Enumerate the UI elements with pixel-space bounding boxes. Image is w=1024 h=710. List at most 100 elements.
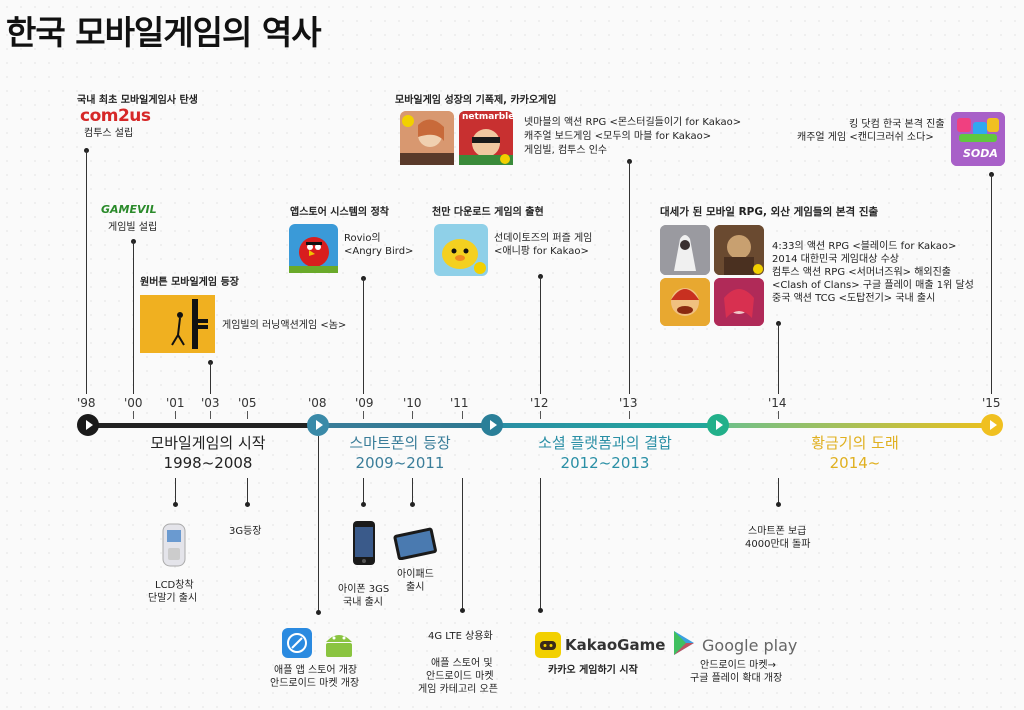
ipad-dot [410, 502, 415, 507]
era-2: 스마트폰의 등장 2009~2011 [330, 433, 470, 473]
year-08: '08 [308, 396, 327, 410]
app-store-icon [282, 628, 312, 658]
category-text3: 게임 카테고리 오픈 [418, 684, 498, 695]
netmarble-icon [459, 111, 513, 165]
era-1-range: 1998~2008 [163, 454, 253, 472]
iphone-icon [352, 520, 376, 566]
tick-12 [540, 411, 541, 419]
rpg-desc5: 중국 액션 TCG <도탑전기> 국내 출시 [772, 293, 936, 304]
ipad-icon [392, 526, 438, 561]
year-98: '98 [77, 396, 96, 410]
blade-icon [660, 225, 710, 275]
lcd-text2: 단말기 출시 [148, 593, 198, 604]
smartphone-line [778, 478, 779, 504]
kakaogame-logo: KakaoGame [565, 636, 666, 654]
soda-label: SODA [963, 147, 998, 160]
rpg-line [778, 323, 779, 394]
kakao-line [629, 161, 630, 394]
timeline-segment-3 [500, 423, 714, 428]
kakaogame-logo-icon [535, 632, 561, 658]
era-2-name: 스마트폰의 등장 [349, 434, 451, 452]
smartphone-text2: 4000만대 돌파 [745, 539, 811, 550]
googleplay-text2: 구글 플레이 확대 개장 [690, 673, 783, 684]
kakao-desc3: 게임빌, 컴투스 인수 [524, 145, 608, 156]
timeline-node-2008 [307, 414, 329, 436]
nom-desc: 게임빌의 러닝액션게임 <놈> [222, 320, 347, 331]
era-3: 소셜 플랫폼과의 결합 2012~2013 [520, 433, 690, 473]
tick-09 [363, 411, 364, 419]
king-desc1: 킹 닷컴 한국 본격 진출 [849, 119, 945, 130]
kakao-title: 모바일게임 성장의 기폭제, 카카오게임 [395, 95, 557, 106]
tick-03 [210, 411, 211, 419]
timeline-node-2013 [707, 414, 729, 436]
era-2-range: 2009~2011 [355, 454, 445, 472]
nom-line [210, 362, 211, 394]
candy-crush-soda-icon [951, 112, 1005, 166]
lte-line [462, 478, 463, 610]
tick-00 [133, 411, 134, 419]
com2us-title: 국내 최초 모바일게임사 탄생 [77, 95, 198, 106]
dotapchunggi-icon [714, 278, 764, 326]
rpg-desc2: 2014 대한민국 게임대상 수상 [772, 254, 899, 265]
monster-taming-icon [400, 111, 454, 165]
clash-of-clans-icon [660, 278, 710, 326]
lcd-dot [173, 502, 178, 507]
angry-bird-icon [289, 224, 338, 273]
tick-05 [247, 411, 248, 419]
year-10: '10 [403, 396, 422, 410]
com2us-logo: com2us [80, 106, 151, 126]
lcd-text1: LCD창착 [155, 580, 194, 591]
google-play-logo: Google play [702, 636, 798, 655]
era-4-name: 황금기의 도래 [811, 434, 899, 452]
era-4-range: 2014~ [829, 454, 881, 472]
appstore-title: 앱스토어 시스템의 정착 [290, 207, 389, 218]
kakaogame-line [540, 478, 541, 610]
gamevil-logo: GAMEVIL [101, 203, 157, 216]
timeline-segment-1 [88, 423, 310, 428]
year-11: '11 [450, 396, 469, 410]
year-13: '13 [619, 396, 638, 410]
gamevil-desc: 게임빌 설립 [108, 222, 158, 233]
era-3-range: 2012~2013 [560, 454, 650, 472]
era-1-name: 모바일게임의 시작 [150, 434, 266, 452]
kakao-desc2: 캐주얼 보드게임 <모두의 마블 for Kakao> [524, 131, 712, 142]
lcd-line [175, 478, 176, 504]
smartphone-text1: 스마트폰 보급 [748, 526, 807, 537]
year-09: '09 [355, 396, 374, 410]
ipad-text2: 출시 [406, 582, 425, 593]
kakao-desc1: 넷마블의 액션 RPG <몬스터길들이기 for Kakao> [524, 117, 742, 128]
timeline-segment-2 [318, 423, 490, 428]
com2us-desc: 컴투스 설립 [84, 128, 134, 139]
g3-line [247, 478, 248, 504]
ipad-line [412, 478, 413, 504]
era-1: 모바일게임의 시작 1998~2008 [128, 433, 288, 473]
era-3-name: 소셜 플랫폼과의 결합 [538, 434, 672, 452]
netmarble-logo: netmarble [462, 112, 515, 122]
category-text1: 애플 스토어 및 [431, 658, 493, 669]
g3-dot [245, 502, 250, 507]
category-text2: 안드로이드 마켓 [426, 671, 494, 682]
ipad-text1: 아이패드 [397, 569, 434, 580]
era-4: 황금기의 도래 2014~ [790, 433, 920, 473]
tick-01 [175, 411, 176, 419]
appstore-text2: 안드로이드 마켓 개장 [270, 678, 360, 689]
kakaogame-dot [538, 608, 543, 613]
gamevil-line [133, 241, 134, 394]
appstore-desc1: Rovio의 [344, 233, 381, 244]
timeline-segment-4 [724, 423, 986, 428]
rpg-title: 대세가 된 모바일 RPG, 외산 게임들의 본격 진출 [660, 206, 879, 218]
tick-10 [412, 411, 413, 419]
year-05: '05 [238, 396, 257, 410]
tick-13 [629, 411, 630, 419]
timeline-node-2011 [481, 414, 503, 436]
appstore-desc2: <Angry Bird> [344, 246, 414, 257]
iphone-dot [361, 502, 366, 507]
g3-text: 3G등장 [229, 526, 262, 537]
googleplay-text1: 안드로이드 마켓→ [700, 660, 776, 671]
tick-11 [462, 411, 463, 419]
nom-game-image [140, 295, 215, 353]
anipang-icon [434, 224, 488, 276]
appstore-bottom-line [318, 436, 319, 611]
anipang-title: 천만 다운로드 게임의 출현 [432, 207, 544, 218]
nom-title: 원버튼 모바일게임 등장 [140, 277, 239, 288]
